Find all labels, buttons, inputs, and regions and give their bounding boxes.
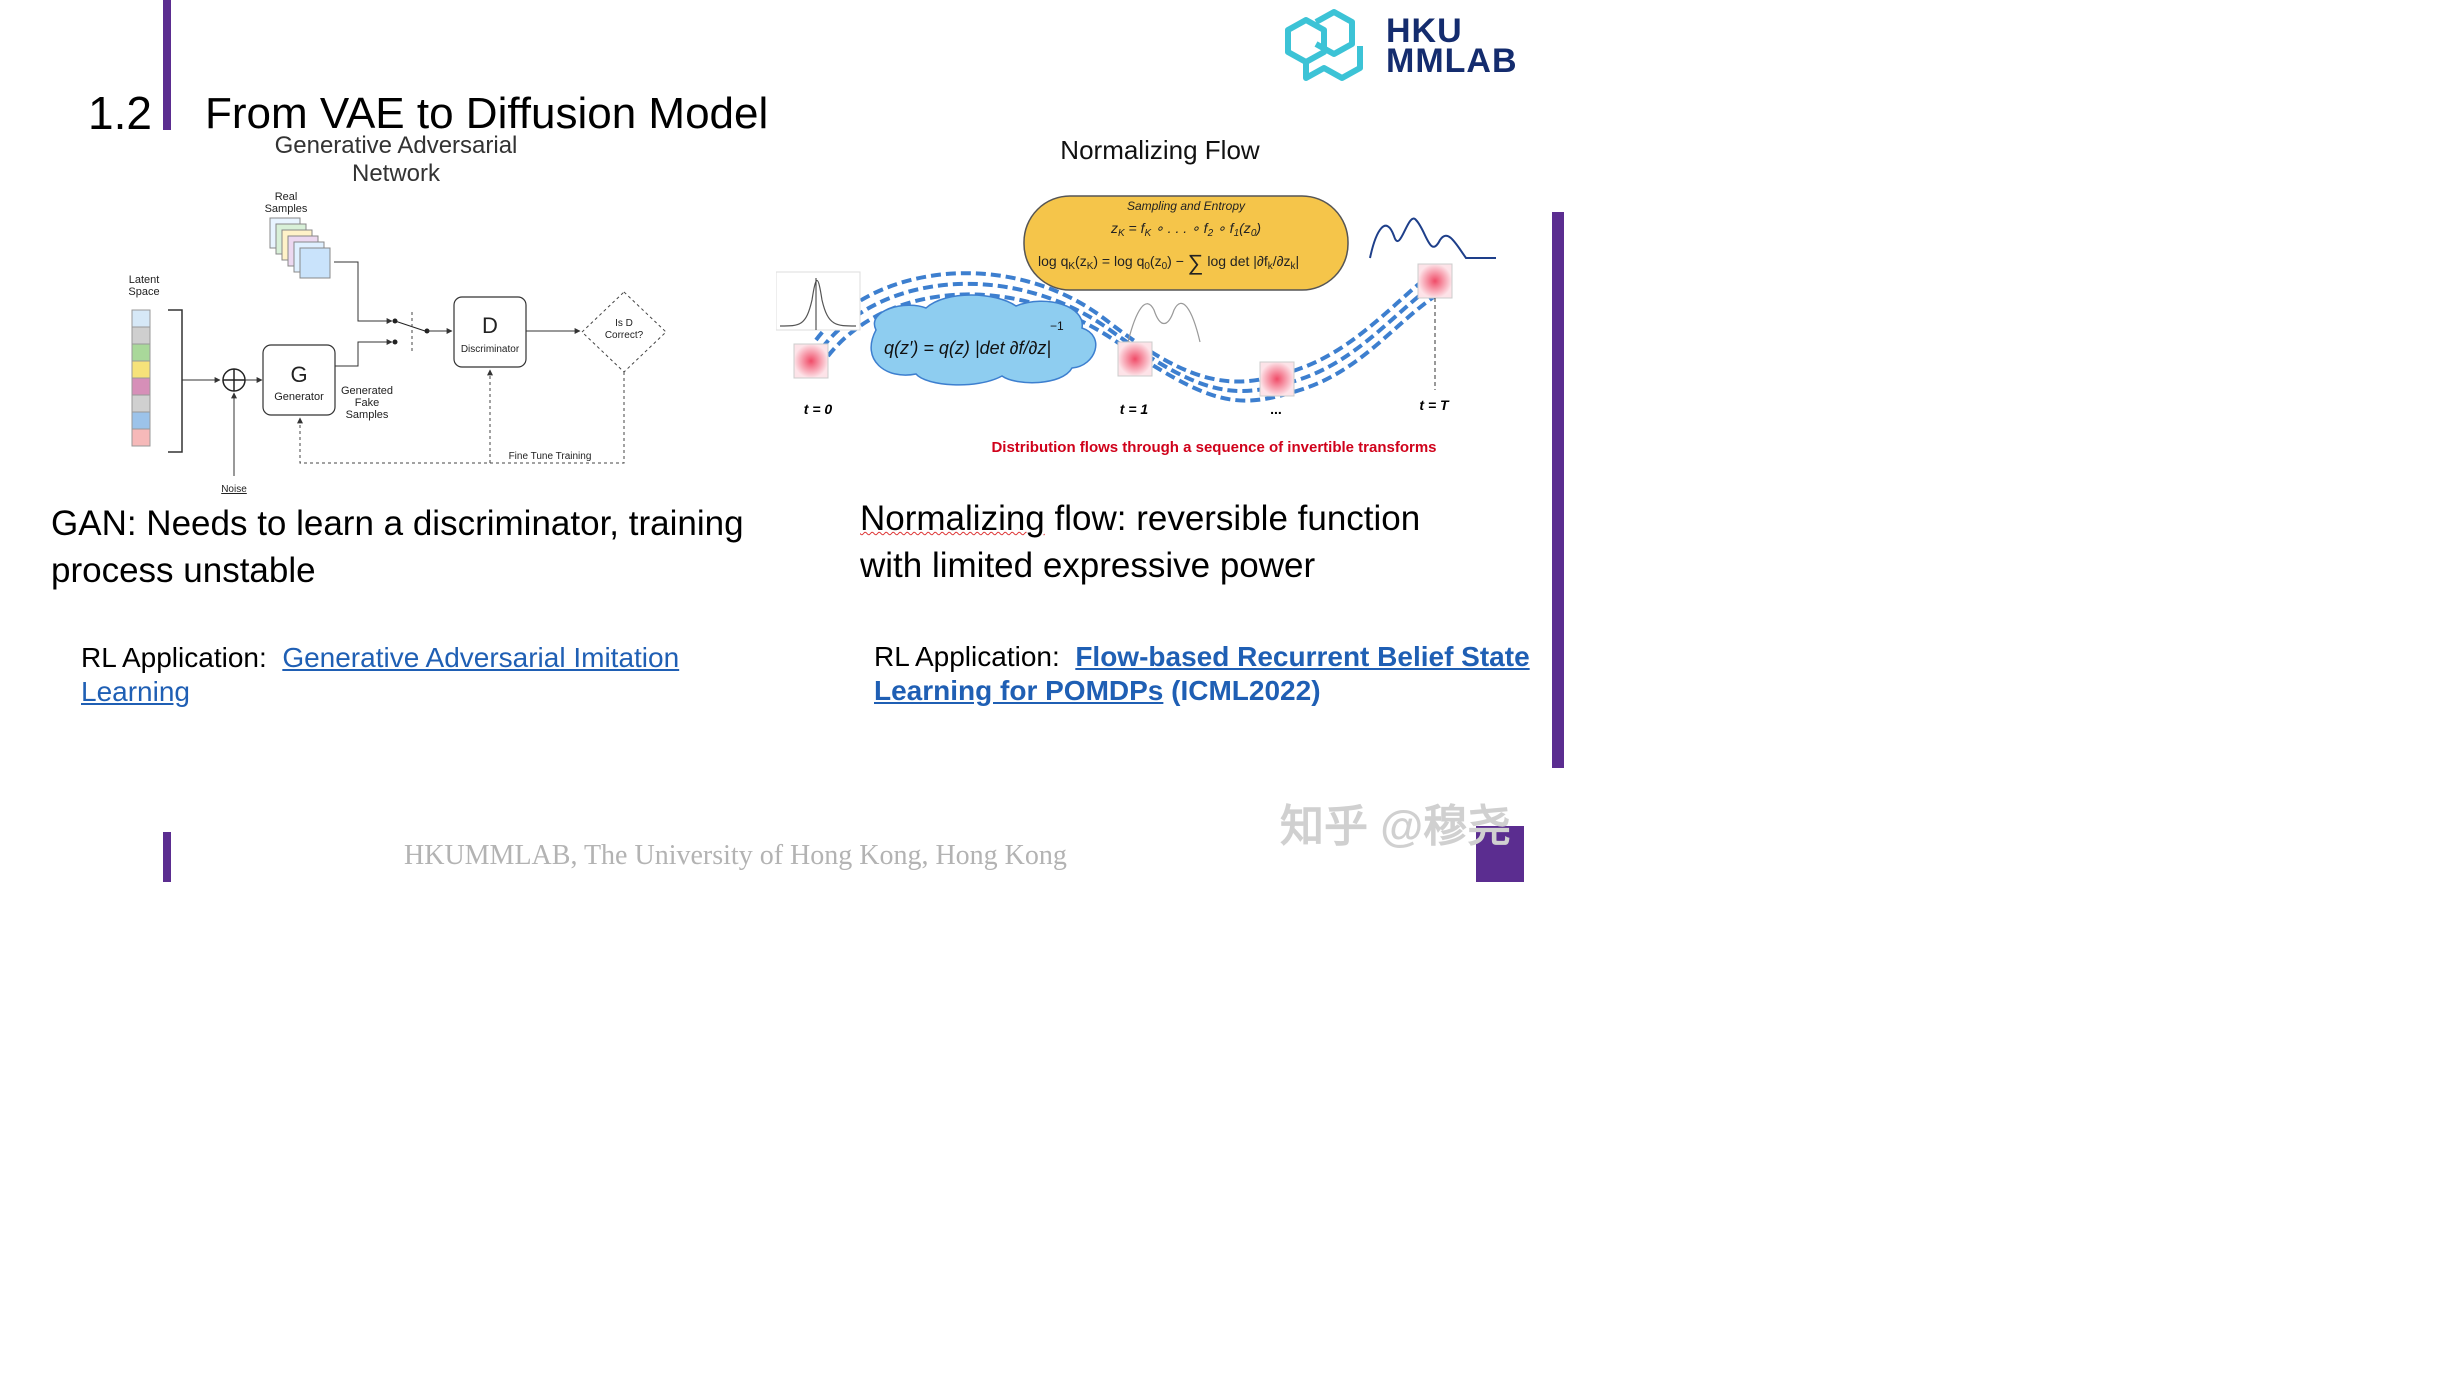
generator-box [262, 344, 336, 416]
t0-label: t = 0 [804, 401, 833, 417]
nf-description-line2: with limited expressive power [860, 546, 1316, 585]
logo-text-hku: HKU [1386, 12, 1463, 50]
gan-rl-label: RL Application: [81, 642, 267, 673]
nf-diagram: Sampling and Entropy zK = fK ∘ . . . ∘ f… [776, 195, 1496, 456]
dots-label: ... [1270, 401, 1282, 417]
discriminator-box [453, 296, 527, 368]
nf-description-line1: Normalizing flow: reversible function [860, 495, 1420, 542]
nf-description-line1-rest: flow: reversible function [1044, 499, 1421, 538]
footer-text: HKUMMLAB, The University of Hong Kong, H… [404, 840, 1067, 871]
section-number: 1.2 [88, 87, 152, 139]
tT-label: t = T [1419, 397, 1450, 413]
nf-description-word: Normalizing [860, 499, 1045, 538]
gan-description-line1: GAN: Needs to learn a discriminator, tra… [51, 504, 744, 543]
accent-bar-top [163, 0, 171, 130]
slide-title: From VAE to Diffusion Model [205, 89, 769, 138]
nf-caption: Distribution flows through a sequence of… [991, 439, 1436, 456]
cube-logo-icon [1285, 9, 1363, 81]
svg-text:G: G [290, 362, 307, 387]
nf-rl-label: RL Application: [874, 641, 1060, 672]
accent-bar-right [1552, 212, 1564, 768]
gan-description-line2: process unstable [51, 551, 316, 590]
svg-text:Discriminator: Discriminator [461, 344, 520, 355]
cloud-shape [870, 294, 1097, 386]
real-samples-stack [269, 217, 331, 279]
logo-text-mmlab: MMLAB [1386, 42, 1518, 80]
svg-text:D: D [482, 313, 498, 338]
icml-suffix: (ICML2022) [1163, 675, 1321, 706]
fine-tune-label: Fine Tune Training [509, 451, 592, 462]
t1-label: t = 1 [1120, 401, 1149, 417]
accent-block-bottom-right [1476, 826, 1524, 882]
gan-description: GAN: Needs to learn a discriminator, tra… [51, 500, 744, 594]
sampling-entropy-box [1023, 195, 1349, 291]
sampling-entropy-title: Sampling and Entropy [1127, 199, 1246, 213]
gan-diagram-title: Generative Adversarial Network [274, 132, 518, 187]
hku-mmlab-logo: HKU MMLAB [1280, 8, 1560, 92]
svg-text:−1: −1 [1050, 319, 1064, 333]
accent-bar-bottom [163, 832, 171, 882]
nf-description: Normalizing flow: reversible function wi… [860, 495, 1420, 589]
zhihu-watermark: 知乎 @穆尧 [1280, 802, 1512, 851]
nf-rl-application: RL Application: Flow-based Recurrent Bel… [874, 640, 1534, 708]
noise-label: Noise [221, 484, 247, 495]
latent-space-vector [131, 309, 151, 447]
svg-text:q(z′) = q(z) |det ∂f/∂z|: q(z′) = q(z) |det ∂f/∂z| [884, 338, 1051, 358]
svg-text:Generator: Generator [274, 391, 324, 403]
gan-rl-application: RL Application: Generative Adversarial I… [81, 641, 761, 709]
nf-diagram-title: Normalizing Flow [1060, 135, 1260, 165]
